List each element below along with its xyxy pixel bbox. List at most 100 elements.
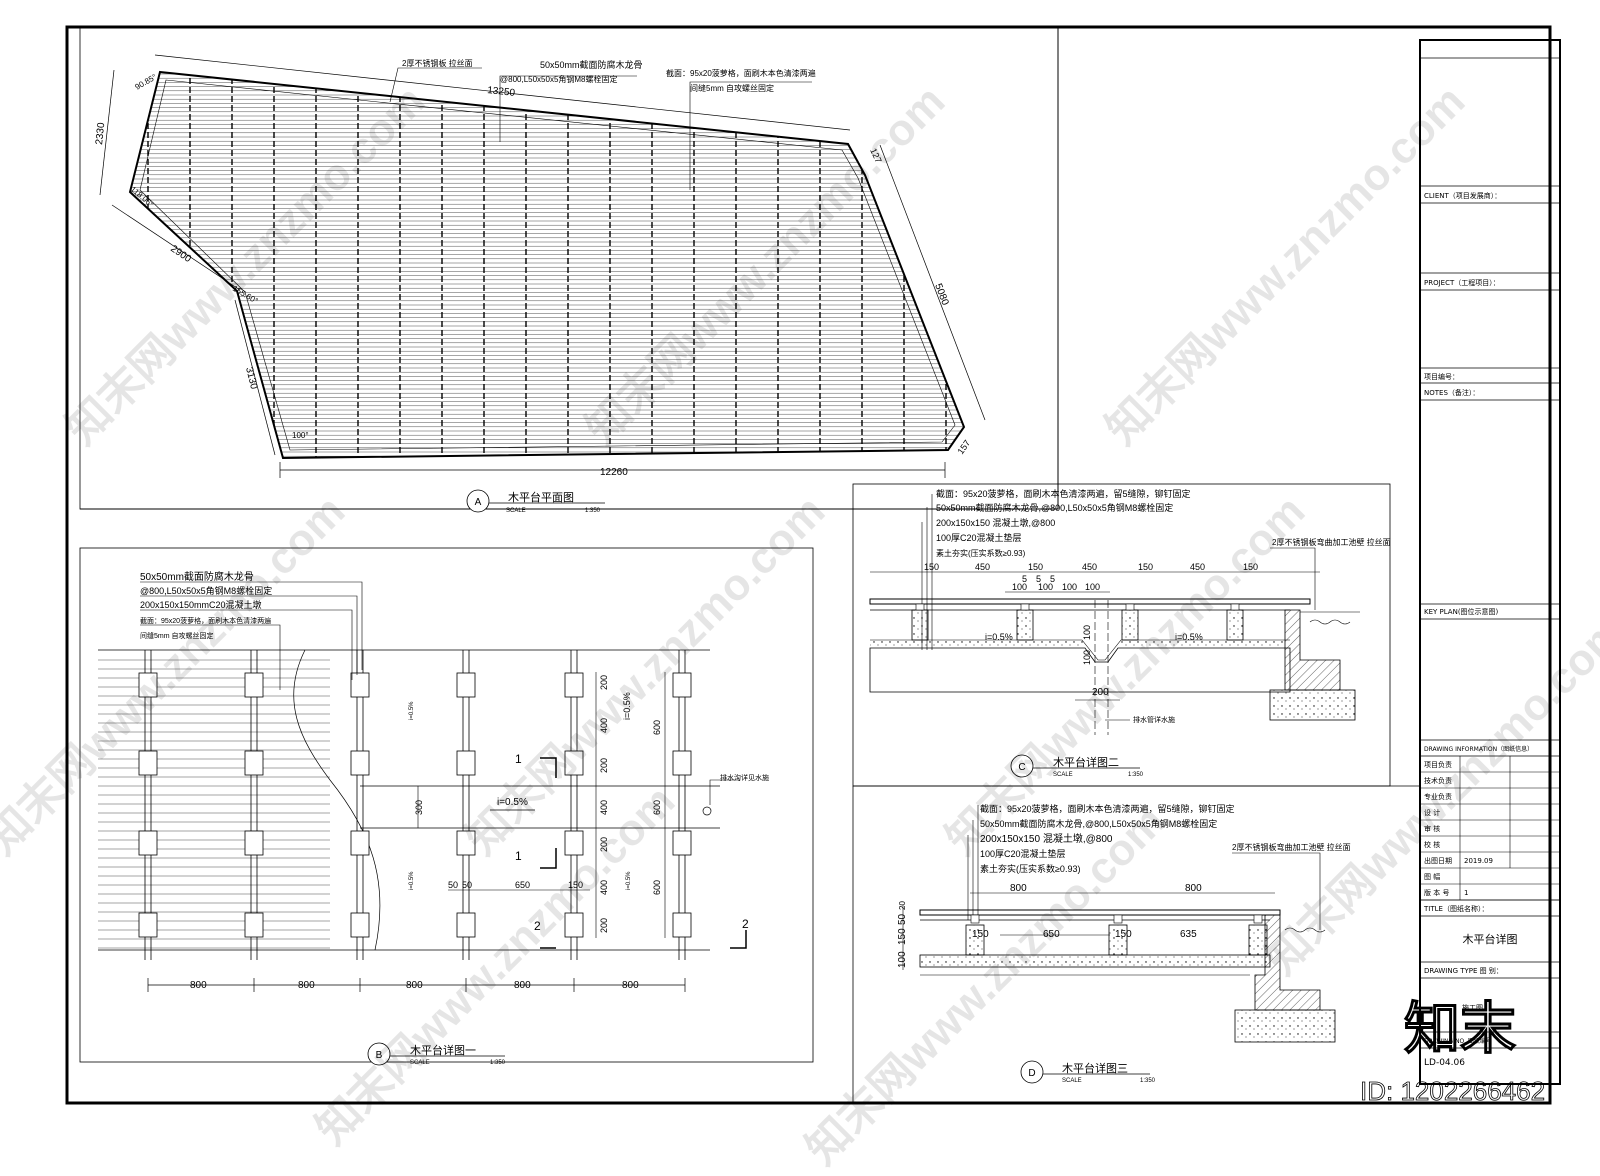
- d-joist: [1113, 914, 1123, 924]
- tb-drawing-type: DRAWING TYPE 图 别：: [1424, 966, 1503, 975]
- b-pier: [672, 672, 692, 698]
- angle-2: 118.06°: [129, 185, 156, 209]
- b-pier: [456, 750, 476, 776]
- c-dim-s-1: 5: [1022, 574, 1027, 584]
- b-pier: [672, 750, 692, 776]
- tb-row-8: 版 本 号: [1424, 888, 1449, 897]
- c-dim-s-4: 100: [1012, 582, 1027, 592]
- b-dim-r-3: 600: [652, 880, 662, 895]
- tb-row-1: 技术负责: [1424, 776, 1452, 785]
- b-section-2a: 2: [534, 919, 541, 933]
- d-dim-l-4: 20: [898, 901, 907, 910]
- tb-date: 2019.09: [1464, 857, 1493, 865]
- c-dim-d-2: 100: [1082, 650, 1092, 665]
- detail-d-label: D: [1028, 1068, 1035, 1079]
- detail-d: 截面：95x20菠萝格，面刷木本色清漆两遍，留5缝隙，铆钉固定 50x50mm截…: [897, 803, 1351, 1084]
- plan-a: 2厚不锈钢板 拉丝面 50x50mm截面防腐木龙骨 @800,L50x50x5角…: [94, 54, 986, 514]
- b-pier: [564, 750, 584, 776]
- tb-project: PROJECT（工程项目）：: [1424, 278, 1500, 287]
- b-break-curve: [293, 649, 381, 951]
- d-decking: [919, 909, 1281, 916]
- b-pier: [138, 912, 158, 938]
- d-note-1: 截面：95x20菠萝格，面刷木本色清漆两遍，留5缝隙，铆钉固定: [980, 803, 1235, 814]
- c-footing: [1269, 689, 1356, 721]
- c-dim-t-2: 450: [975, 562, 990, 572]
- tb-row-4: 审 核: [1424, 824, 1440, 833]
- b-pier: [138, 830, 158, 856]
- d-footing: [1234, 1009, 1336, 1043]
- detail-c-label-circle: [1010, 754, 1034, 778]
- frame-c: [852, 483, 1391, 787]
- b-dim-b-4: 800: [514, 980, 531, 991]
- c-dim-t-3: 150: [1028, 562, 1043, 572]
- b-section-1a: 1: [515, 752, 522, 766]
- c-dim-t-5: 150: [1138, 562, 1153, 572]
- detail-c-label: C: [1018, 762, 1025, 773]
- b-dim-b-2: 800: [298, 980, 315, 991]
- b-pier: [350, 750, 370, 776]
- tb-row-0: 项目负责: [1424, 760, 1452, 769]
- b-pier: [350, 672, 370, 698]
- c-dim-s-5: 100: [1038, 582, 1053, 592]
- b-dim-v-8: 200: [599, 918, 609, 933]
- angle-1: 90.85°: [134, 72, 159, 91]
- detail-c-title: 木平台详图二: [1053, 755, 1119, 769]
- c-pier: [1226, 609, 1244, 641]
- b-pier: [244, 750, 264, 776]
- c-wall: [1284, 609, 1341, 691]
- d-joist: [1253, 914, 1263, 924]
- tb-version: 1: [1464, 889, 1468, 897]
- c-dim-s-2: 5: [1036, 574, 1041, 584]
- tb-drawing-no-label: DRAWING NO. 图纸编号: [1424, 1037, 1492, 1045]
- deck-boards: [130, 73, 964, 457]
- tb-drawing-title: 木平台详图: [1463, 932, 1518, 946]
- b-slope-4: i=0.5%: [626, 871, 632, 890]
- drawing-sheet: 2厚不锈钢板 拉丝面 50x50mm截面防腐木龙骨 @800,L50x50x5角…: [65, 25, 1561, 1106]
- b-pier: [672, 830, 692, 856]
- b-section-1b: 1: [515, 849, 522, 863]
- tb-title-label: TITLE（图纸名称）：: [1423, 904, 1488, 913]
- b-dim-inner-2: 50: [462, 880, 472, 890]
- c-joist: [915, 603, 925, 611]
- b-note-1: 50x50mm截面防腐木龙骨: [140, 570, 254, 583]
- d-dim-l-2: 150: [897, 928, 908, 945]
- b-dim-v-5: 400: [599, 800, 609, 815]
- c-pier: [1121, 609, 1139, 641]
- tb-project-no: 项目编号：: [1424, 372, 1459, 381]
- d-dim-m-3: 150: [1115, 929, 1132, 940]
- b-note-5: 间缝5mm 自攻螺丝固定: [140, 631, 214, 640]
- dim-2330: 2330: [94, 122, 107, 146]
- detail-b-label: B: [376, 1050, 383, 1061]
- b-pier: [456, 672, 476, 698]
- detail-d-label-circle: [1020, 1060, 1044, 1084]
- tb-drawing-type-value: 施工图: [1462, 1003, 1483, 1012]
- b-pier: [350, 912, 370, 938]
- c-joist: [1125, 603, 1135, 611]
- frame-b: [79, 547, 814, 1063]
- d-dim-m-4: 635: [1180, 929, 1197, 940]
- detail-c-scale: 1:350: [1128, 772, 1144, 778]
- dim-13250: 13250: [487, 85, 516, 99]
- c-drain-label: 排水管详水施: [1133, 715, 1175, 724]
- c-joist: [1020, 603, 1030, 611]
- detail-c-scale-label: SCALE: [1053, 772, 1073, 778]
- c-pier: [1016, 609, 1034, 641]
- b-dim-v-4: 300: [414, 800, 424, 815]
- c-note-1: 截面：95x20菠萝格，面刷木本色清漆两遍，留5缝隙，铆钉固定: [936, 488, 1191, 499]
- corner-id: ID: 1202266462: [1360, 1076, 1545, 1106]
- b-dim-ticks: [147, 978, 686, 992]
- d-note-2: 50x50mm截面防腐木龙骨,@800,L50x50x5角钢M8螺栓固定: [980, 818, 1217, 829]
- c-piers: [911, 603, 1244, 641]
- dim-157: 157: [955, 438, 972, 456]
- plan-a-scale-label: SCALE: [506, 508, 526, 514]
- b-dim-v-6: 200: [599, 837, 609, 852]
- corner-brand: 知末: [1404, 997, 1516, 1060]
- plan-a-label-circle: [466, 489, 490, 513]
- d-dim-l-1: 100: [897, 951, 908, 968]
- c-dim-s-3: 5: [1050, 574, 1055, 584]
- plan-a-note-2: 50x50mm截面防腐木龙骨: [540, 59, 643, 70]
- b-drain: [702, 806, 712, 816]
- tb-drawing-info: DRAWING INFORMATION（图纸信息）: [1424, 745, 1533, 753]
- b-dim-v-2: 400: [599, 718, 609, 733]
- d-pier: [1248, 924, 1268, 956]
